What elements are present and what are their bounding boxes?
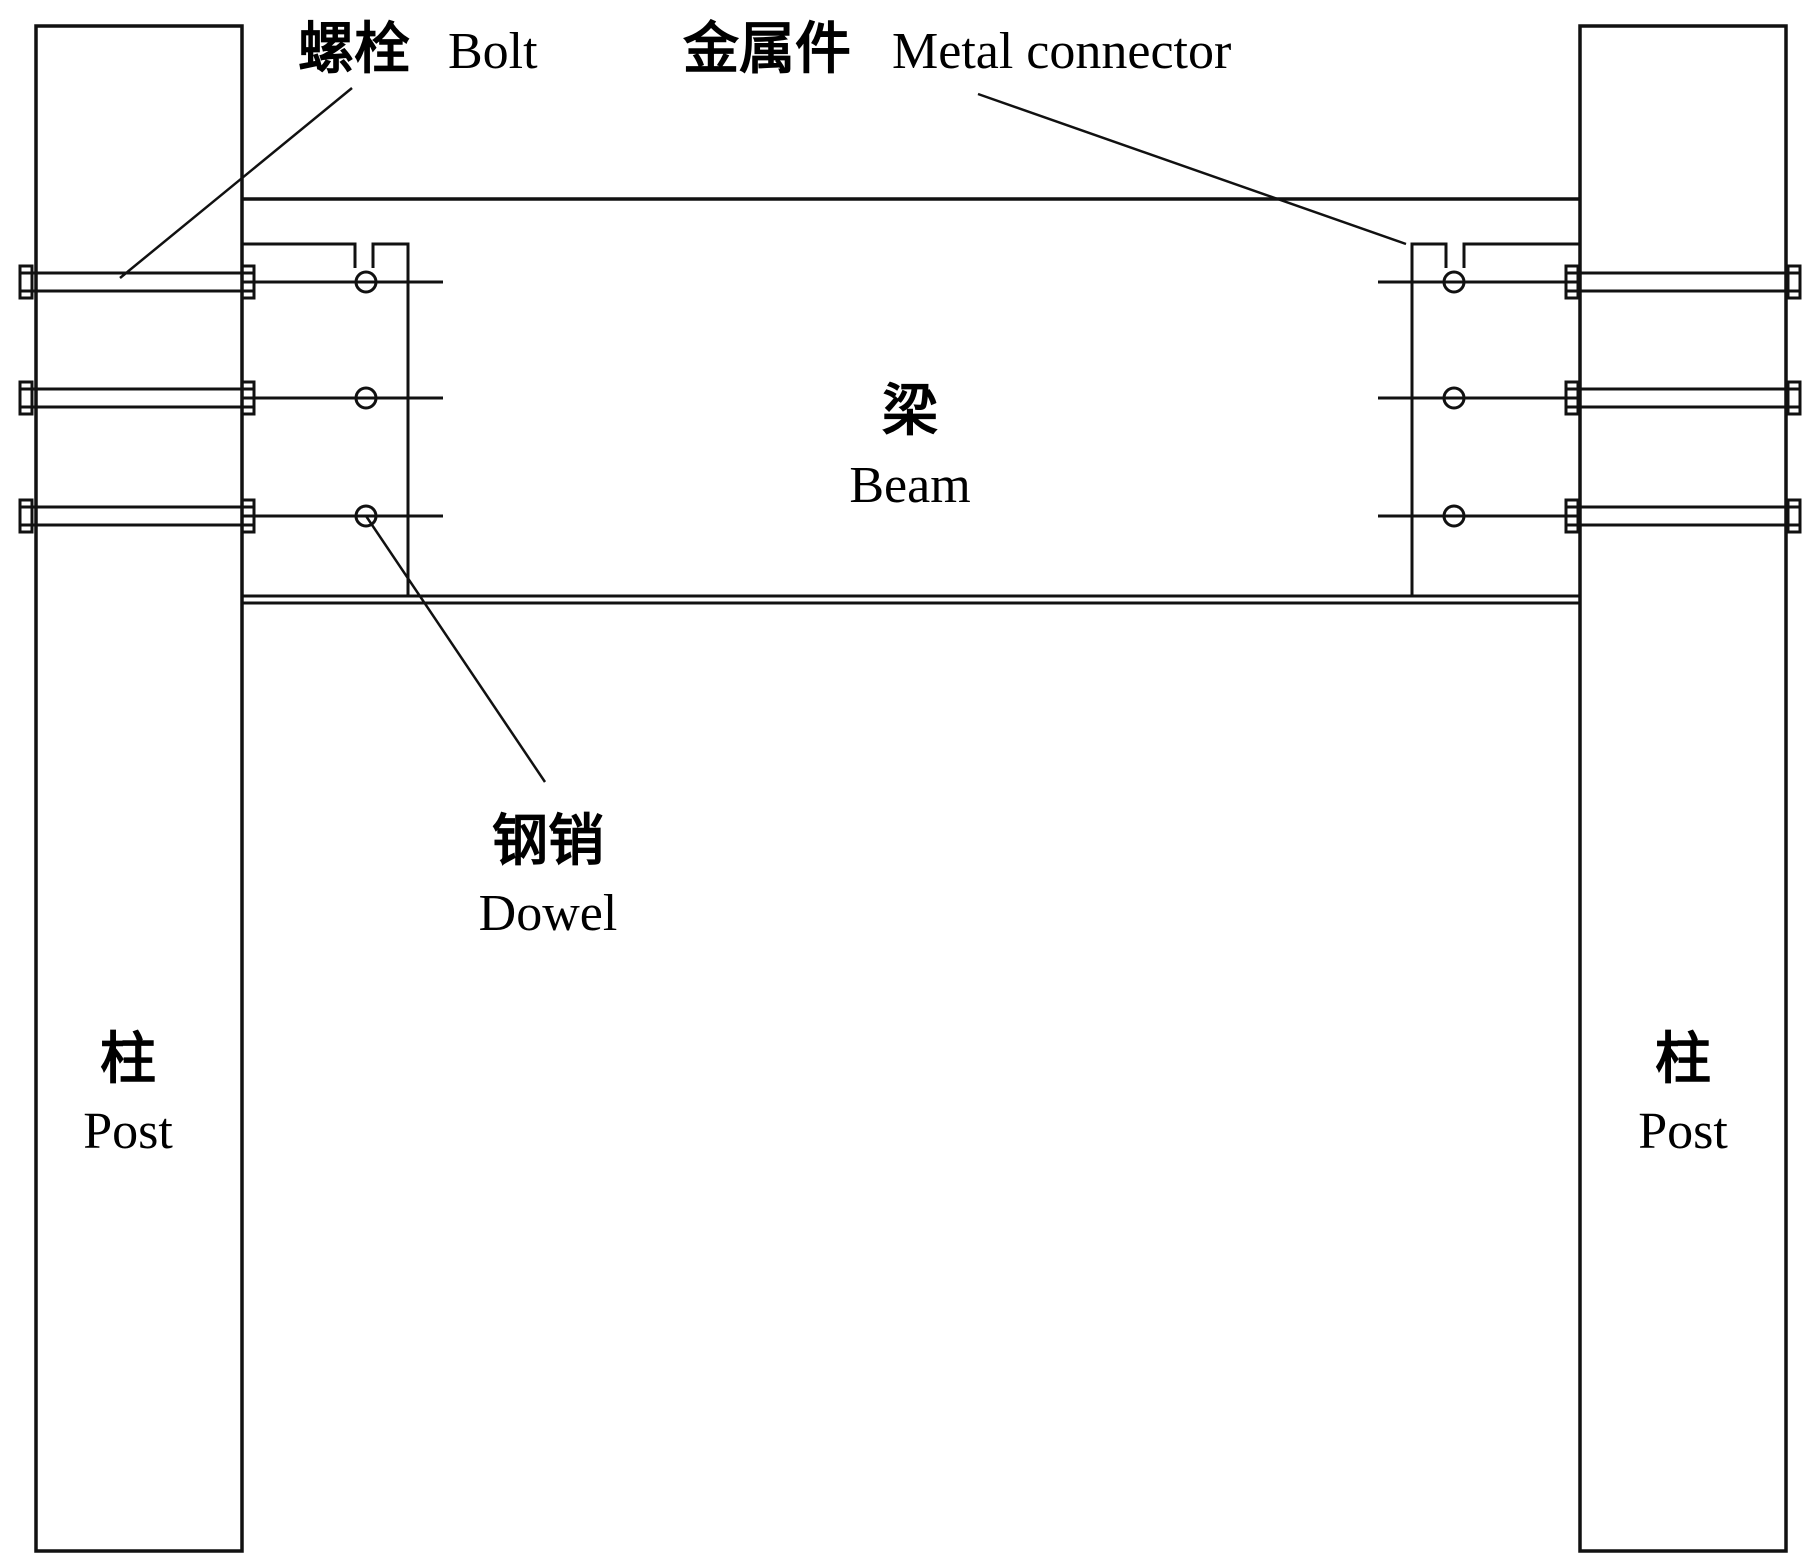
beam-label-zh: 梁 xyxy=(882,379,938,444)
dowel-hole xyxy=(1442,270,1466,294)
bolt-label-zh: 螺栓 xyxy=(298,17,410,82)
bolt-leader-line xyxy=(119,87,353,279)
bolt xyxy=(1564,380,1802,416)
post-right-label-en: Post xyxy=(1638,1103,1728,1160)
dowel-hole xyxy=(354,504,378,528)
beam-label-en: Beam xyxy=(849,457,970,514)
dowel-hole xyxy=(354,270,378,294)
bolts-left xyxy=(18,264,256,534)
dowel-hole xyxy=(354,386,378,410)
connector-label-en: Metal connector xyxy=(892,23,1231,80)
dowel-label-zh: 钢销 xyxy=(492,809,604,874)
dowel-hole xyxy=(1442,386,1466,410)
dowel-leader-line xyxy=(364,515,547,783)
bolt xyxy=(18,380,256,416)
beam xyxy=(242,197,1580,605)
bolt xyxy=(1564,264,1802,300)
post-right-label-zh: 柱 xyxy=(1655,1027,1711,1092)
dowels-right xyxy=(1378,270,1580,528)
post-right xyxy=(1578,24,1788,1553)
dowel-hole xyxy=(1442,504,1466,528)
dowel-label-en: Dowel xyxy=(479,885,618,942)
dowels-left xyxy=(242,270,443,528)
bolts-right xyxy=(1564,264,1802,534)
metal-connector-left xyxy=(242,242,410,598)
bolt xyxy=(1564,498,1802,534)
connector-label-zh: 金属件 xyxy=(682,17,851,82)
post-left-label-zh: 柱 xyxy=(100,1027,156,1092)
bolt xyxy=(18,498,256,534)
post-left xyxy=(34,24,244,1553)
post-left-label-en: Post xyxy=(83,1103,173,1160)
bolt xyxy=(18,264,256,300)
connector-leader-line xyxy=(977,92,1407,246)
metal-connector-right xyxy=(1410,242,1580,598)
bolt-label-en: Bolt xyxy=(448,23,538,80)
